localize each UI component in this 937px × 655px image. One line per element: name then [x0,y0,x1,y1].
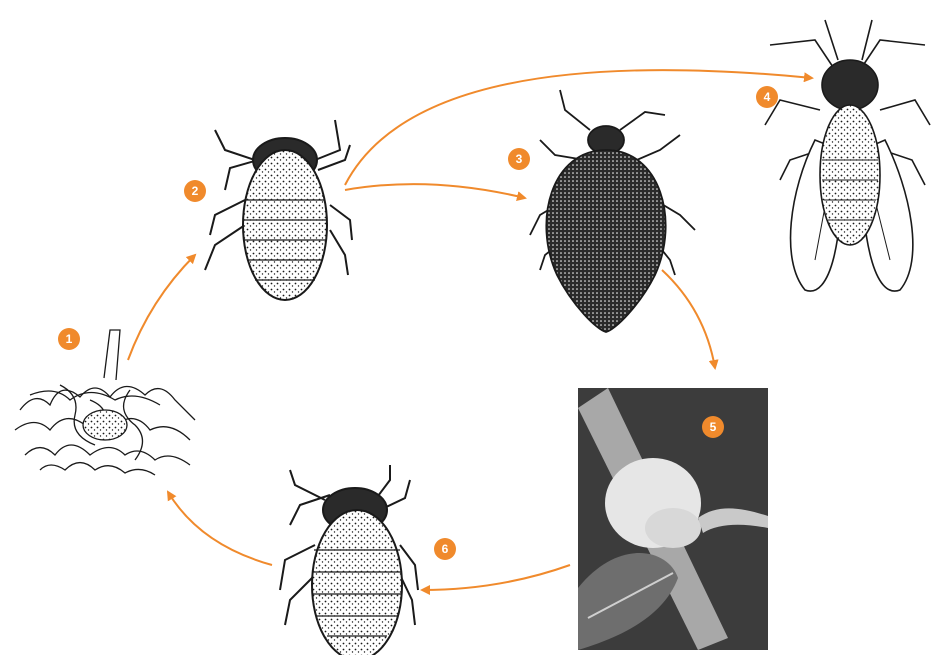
arrow-3-to-5 [662,270,715,368]
wax-egg-mass-icon [15,330,195,475]
wingless-adult-icon [530,90,695,332]
stage-6-badge: 6 [434,538,456,560]
nymph-icon [205,120,352,300]
colony-photo-graphic [578,388,768,650]
stage-2-badge: 2 [184,180,206,202]
woolly-colony-photo [578,388,768,650]
crawler-nymph-icon [280,465,418,655]
stage-5-badge: 5 [702,416,724,438]
arrow-2-to-3 [345,184,525,198]
arrow-1-to-2 [128,255,195,360]
stage-1-badge: 1 [58,328,80,350]
stage-4-badge: 4 [756,86,778,108]
arrow-5-to-6 [422,565,570,590]
arrow-6-to-1 [168,492,272,565]
winged-adult-icon [765,20,930,291]
stage-3-badge: 3 [508,148,530,170]
